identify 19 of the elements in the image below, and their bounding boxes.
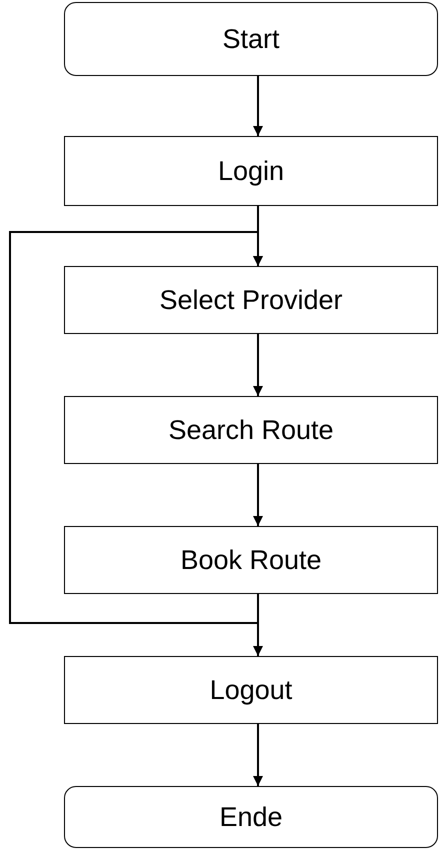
process-box bbox=[64, 136, 438, 206]
node-label: Logout bbox=[210, 674, 292, 706]
arrow bbox=[253, 464, 263, 526]
process-box bbox=[64, 396, 438, 464]
node-label: Search Route bbox=[168, 414, 334, 446]
node-label: Login bbox=[218, 156, 284, 186]
process-box bbox=[64, 266, 438, 334]
node-label: Book Route bbox=[180, 544, 322, 576]
terminal-box bbox=[64, 786, 438, 848]
process-box bbox=[64, 526, 438, 594]
node-label: Ende bbox=[219, 802, 283, 832]
arrow bbox=[253, 334, 263, 396]
loop-arrow bbox=[9, 231, 263, 624]
arrow bbox=[253, 76, 263, 136]
process-box bbox=[64, 656, 438, 724]
arrow bbox=[253, 724, 263, 786]
node-label: Select Provider bbox=[159, 284, 343, 316]
node-label: Start bbox=[222, 24, 280, 54]
terminal-box bbox=[64, 2, 438, 76]
